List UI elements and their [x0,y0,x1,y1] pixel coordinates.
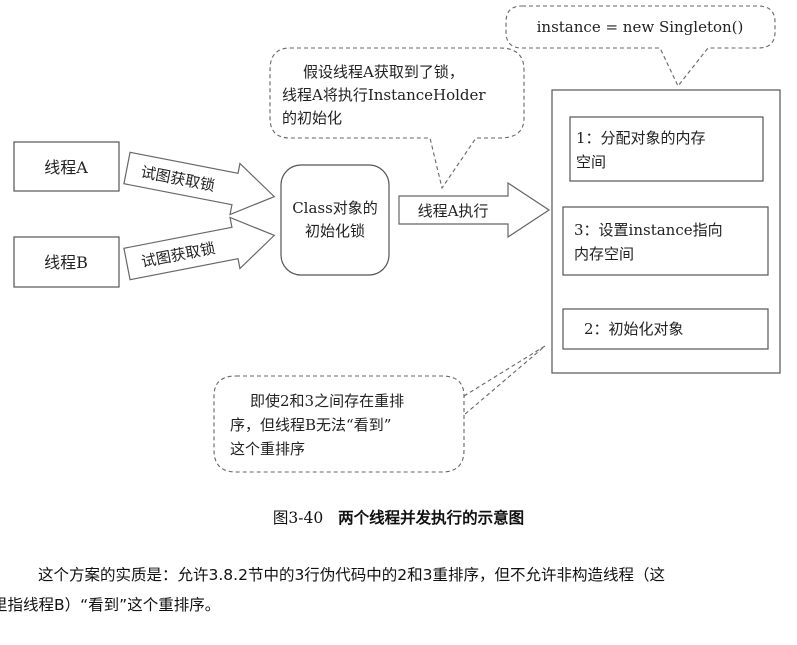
class-init-lock-node: Class对象的 初始化锁 [280,164,390,276]
thread-a-label: 线程A [44,158,88,177]
execute-arrow-label: 线程A执行 [418,202,489,220]
step3-box: 3：设置instance指向 内存空间 [562,206,769,276]
callout-top: 假设线程A获取到了锁， 线程A将执行InstanceHolder 的初始化 [269,47,525,190]
callout-bottom: 即使2和3之间存在重排 序，但线程B无法“看到” 这个重排序 [213,345,546,473]
thread-a-node: 线程A [13,141,120,192]
callout-bottom-line2: 序，但线程B无法“看到” [230,416,391,434]
callout-instance: instance = new Singleton() [505,5,776,88]
callout-instance-text: instance = new Singleton() [537,18,744,36]
singleton-lazy-init-diagram: 线程A 线程B 试图获取锁 试图获取锁 Class对象的 初始化锁 线程A执行 … [13,5,781,473]
callout-bottom-line3: 这个重排序 [230,440,305,458]
figure-number: 图3-40 [272,509,324,527]
step2-box: 2：初始化对象 [562,308,769,350]
step1-line1: 1：分配对象的内存 [576,129,706,147]
callout-top-line3: 的初始化 [282,109,342,127]
lock-label-line2: 初始化锁 [305,222,365,240]
figure-title: 两个线程并发执行的示意图 [338,509,525,527]
body-paragraph: 这个方案的实质是：允许3.8.2节中的3行伪代码中的2和3重排序，但不允许非构造… [0,560,797,620]
lock-label-line1: Class对象的 [292,199,378,217]
try-lock-arrow-b: 试图获取锁 [123,216,276,281]
try-lock-arrow-a: 试图获取锁 [123,151,276,216]
step2-label: 2：初始化对象 [584,320,684,338]
thread-b-label: 线程B [44,253,88,272]
step1-line2: 空间 [576,153,606,171]
step1-box: 1：分配对象的内存 空间 [569,116,764,182]
step3-line2: 内存空间 [574,245,634,263]
callout-top-line1: 假设线程A获取到了锁， [303,63,464,81]
step3-line1: 3：设置instance指向 [574,221,723,239]
body-line-1: 这个方案的实质是：允许3.8.2节中的3行伪代码中的2和3重排序，但不允许非构造… [38,566,666,584]
thread-b-node: 线程B [13,236,120,288]
callout-bottom-line1: 即使2和3之间存在重排 [250,392,404,410]
body-line-2: 里指线程B）“看到”这个重排序。 [0,596,221,614]
callout-top-line2: 线程A将执行InstanceHolder [282,86,486,104]
execute-arrow: 线程A执行 [398,181,551,239]
figure-caption: 图3-40 两个线程并发执行的示意图 [0,506,797,528]
